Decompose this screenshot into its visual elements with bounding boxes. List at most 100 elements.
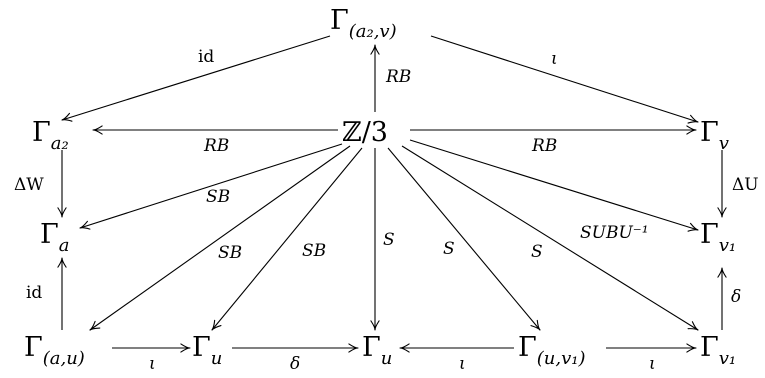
arrow-shaft	[387, 147, 541, 331]
node-base: Γ	[40, 219, 59, 250]
label-v1b-to-v1m: δ	[731, 287, 741, 307]
arrow-z3-to-v	[410, 125, 697, 135]
arrow-v-to-v1	[717, 150, 727, 218]
arrow-head	[717, 207, 727, 218]
arrow-shaft	[61, 35, 331, 121]
label-au-to-u: ι	[149, 354, 156, 374]
arrow-head	[180, 343, 191, 353]
node-gamma-u-center: Γu	[362, 332, 392, 369]
node-base: Γ	[24, 332, 43, 363]
arrow-au-to-u	[112, 343, 191, 353]
arrow-head	[686, 343, 697, 353]
label-z3-to-au: SB	[218, 243, 242, 263]
label-uv1-to-uc: ι	[459, 354, 466, 374]
arrow-head	[530, 319, 541, 331]
node-sub: a₂	[51, 133, 69, 154]
label-z3-to-v1-bottom: S	[531, 242, 543, 262]
arrow-au-to-a	[57, 257, 67, 330]
arrow-z3-to-v1-bottom	[401, 145, 699, 331]
arrow-head	[717, 267, 727, 278]
node-gamma-a: Γa	[40, 219, 69, 256]
label-z3-to-v1-mid: SUBU⁻¹	[580, 223, 649, 243]
node-base: Γ	[700, 219, 719, 250]
arrow-z3-to-uv1	[387, 147, 541, 331]
label-au-to-a: id	[26, 283, 42, 303]
arrow-z3-to-u-left	[211, 147, 363, 331]
arrow-uv1-to-uc	[399, 343, 514, 353]
node-sub: (u,v₁)	[537, 348, 586, 369]
arrows-group	[57, 35, 727, 353]
arrow-shaft	[89, 145, 351, 331]
arrow-a2v-to-a2	[61, 35, 331, 122]
node-base: ℤ/3	[342, 117, 388, 148]
arrow-shaft	[211, 147, 363, 331]
node-sub: v	[719, 133, 729, 154]
node-sub: a	[59, 235, 70, 256]
label-z3-to-v: RB	[531, 136, 557, 156]
node-gamma-a2: Γa₂	[32, 117, 69, 154]
node-sub: (a,u)	[43, 348, 85, 369]
arrow-head	[687, 222, 699, 232]
node-gamma-au: Γ(a,u)	[24, 332, 85, 369]
node-base: Γ	[32, 117, 51, 148]
node-gamma-v1-bottom: Γv₁	[700, 332, 736, 369]
arrow-head	[686, 125, 697, 135]
arrow-z3-to-u-center	[370, 148, 380, 331]
node-gamma-a2v: Γ(a₂,v)	[330, 5, 397, 42]
label-z3-to-a2: RB	[203, 136, 229, 156]
arrow-head	[399, 343, 410, 353]
arrow-z3-to-a2v	[370, 44, 380, 112]
arrow-shaft	[79, 143, 343, 229]
label-z3-to-a: SB	[206, 187, 230, 207]
label-z3-to-uv1: S	[443, 239, 455, 259]
label-a2v-to-v: ι	[551, 49, 558, 69]
node-sub: (a₂,v)	[349, 21, 397, 42]
node-base: Γ	[700, 117, 719, 148]
arrow-head	[370, 320, 380, 331]
label-z3-to-a2v: RB	[385, 67, 411, 87]
label-z3-to-u-center: S	[383, 230, 395, 250]
node-gamma-v: Γv	[700, 117, 729, 154]
node-base: Γ	[700, 332, 719, 363]
arrow-u-to-uc	[232, 343, 359, 353]
node-gamma-v1-mid: Γv₁	[700, 219, 736, 256]
arrow-head	[211, 319, 222, 331]
label-u-to-uc: δ	[290, 354, 300, 374]
arrow-head	[89, 320, 101, 331]
arrow-uv1-to-v1b	[606, 343, 697, 353]
arrow-head	[370, 44, 380, 55]
node-z3: ℤ/3	[342, 117, 388, 148]
arrow-a2-to-a	[57, 150, 67, 218]
node-base: Γ	[518, 332, 537, 363]
arrow-head	[61, 112, 73, 122]
arrow-z3-to-a2	[92, 125, 338, 135]
arrow-head	[92, 125, 103, 135]
node-sub: u	[211, 348, 223, 369]
arrow-shaft	[409, 139, 699, 231]
node-gamma-u-left: Γu	[192, 332, 222, 369]
label-a2-to-a: ΔW	[14, 175, 44, 195]
node-base: Γ	[330, 5, 349, 36]
arrow-z3-to-v1-mid	[409, 139, 699, 232]
label-v-to-v1: ΔU	[732, 175, 759, 195]
arrow-head	[79, 220, 91, 230]
label-a2v-to-a2: id	[198, 47, 214, 67]
arrow-head	[348, 343, 359, 353]
arrow-head	[57, 257, 67, 268]
node-base: Γ	[192, 332, 211, 363]
arrow-shaft	[401, 145, 699, 331]
node-gamma-uv1: Γ(u,v₁)	[518, 332, 585, 369]
arrow-head	[687, 321, 699, 331]
node-sub: v₁	[719, 235, 736, 256]
arrow-z3-to-a	[79, 143, 343, 230]
node-base: Γ	[362, 332, 381, 363]
arrow-v1b-to-v1m	[717, 267, 727, 330]
arrow-a2v-to-v	[430, 35, 699, 124]
arrow-shaft	[430, 35, 699, 123]
label-z3-to-u-left: SB	[302, 241, 326, 261]
arrow-z3-to-au	[89, 145, 351, 331]
node-sub: u	[381, 348, 393, 369]
node-sub: v₁	[719, 348, 736, 369]
arrow-head	[687, 114, 699, 124]
